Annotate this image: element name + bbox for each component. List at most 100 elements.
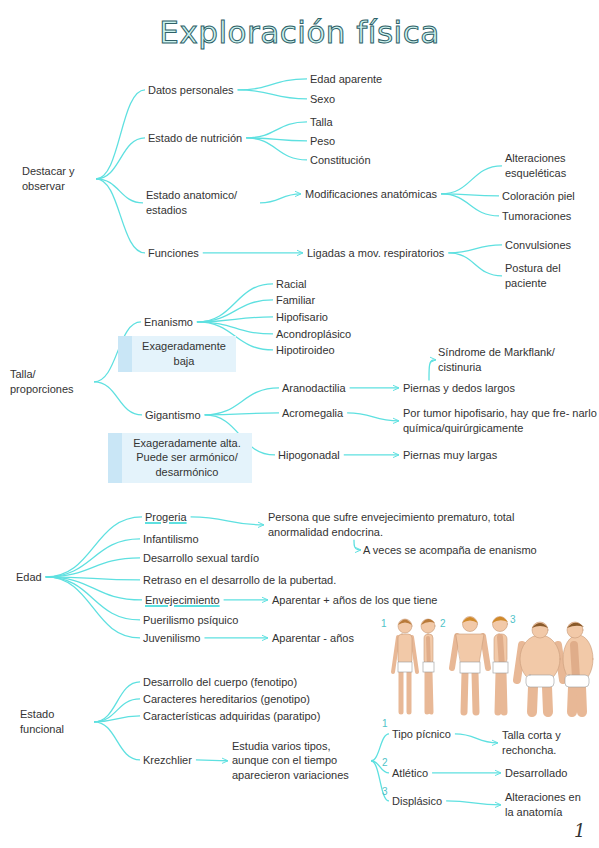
node-text: Desarrollado xyxy=(505,766,567,781)
node-text: Por tumor hipofisario, hay que fre- narl… xyxy=(403,406,599,436)
callout-number: 1 xyxy=(382,718,388,729)
node-text: Estado funcional xyxy=(20,707,90,737)
head xyxy=(567,622,583,638)
topic-node: Piernas y dedos largos xyxy=(403,381,515,396)
endomorph-side xyxy=(563,622,593,712)
branch-line xyxy=(46,558,140,577)
topic-node: Progeria xyxy=(145,510,187,525)
topic-node: Talla corta y rechoncha. xyxy=(502,728,592,758)
endomorph-front xyxy=(517,622,563,712)
node-text: Estado de nutrición xyxy=(148,131,242,146)
branch-line xyxy=(46,577,140,620)
page-number: 1 xyxy=(574,820,585,841)
topic-node: Hipogonadal xyxy=(278,448,340,463)
node-text: Krezchlier xyxy=(143,753,192,768)
branch-line xyxy=(94,699,140,722)
arrow-connector xyxy=(260,194,301,203)
node-text: Hipotiroideo xyxy=(276,343,335,358)
head xyxy=(421,619,435,633)
arm xyxy=(412,637,417,672)
leg xyxy=(475,673,476,712)
arrow-connector xyxy=(354,540,361,550)
branch-line xyxy=(197,284,273,322)
node-text: Gigantismo xyxy=(145,408,201,423)
shorts xyxy=(493,662,508,673)
topic-node: Desarrollado xyxy=(505,766,567,781)
node-text: Edad aparente xyxy=(310,72,382,87)
callout-number: 3 xyxy=(510,614,516,625)
node-text: Datos personales xyxy=(148,83,234,98)
arm xyxy=(483,636,488,668)
node-text: Alteraciones en la anatomía xyxy=(505,790,591,820)
node-text: Juvenilismo xyxy=(143,631,200,646)
topic-node: Alteraciones en la anatomía xyxy=(505,790,591,820)
note-box: Exageradamente alta. Puede ser armónico/… xyxy=(108,433,252,484)
node-text: Estudia varios tipos, aunque con el tiem… xyxy=(232,739,367,784)
topic-node: Postura del paciente xyxy=(505,261,580,291)
node-text: Estado anatomico/ estadios xyxy=(146,188,256,218)
hair xyxy=(567,623,584,628)
topic-node: Racial xyxy=(276,277,307,292)
arrow-connector xyxy=(432,772,501,773)
callout-number: 3 xyxy=(382,786,388,797)
node-text: Talla/ proporciones xyxy=(10,367,90,397)
node-text: Tumoraciones xyxy=(502,209,571,224)
topic-node: Piernas muy largas xyxy=(403,448,497,463)
node-text: Modificaciones anatómicas xyxy=(305,187,437,202)
topic-node: Gigantismo xyxy=(145,408,201,423)
topic-node: Estado de nutrición xyxy=(148,131,242,146)
topic-node: Alteraciones esqueléticas xyxy=(505,151,590,181)
ectomorph-side xyxy=(421,619,435,712)
topic-node: Constitución xyxy=(310,153,371,168)
branch-line xyxy=(94,722,140,760)
node-text: Constitución xyxy=(310,153,371,168)
torso xyxy=(456,634,484,664)
arrow-connector xyxy=(204,637,268,638)
topic-node: Familiar xyxy=(276,293,315,308)
node-text: Atlético xyxy=(392,766,428,781)
topic-node: Acondroplásico xyxy=(276,327,351,342)
hair xyxy=(492,617,508,623)
shorts xyxy=(398,662,412,672)
topic-node: Convulsiones xyxy=(505,238,571,253)
note-box: Exageradamente baja xyxy=(118,336,236,372)
branch-line xyxy=(46,577,142,600)
leg xyxy=(399,672,404,712)
branch-line xyxy=(94,682,140,722)
branch-line xyxy=(46,539,140,577)
topic-node: Acromegalia xyxy=(282,406,343,421)
node-text: Desarrollo del cuerpo (fenotipo) xyxy=(143,675,297,690)
node-text: Envejecimiento xyxy=(145,593,220,608)
hair xyxy=(421,619,435,625)
branch-line xyxy=(448,253,502,276)
topic-node: Envejecimiento xyxy=(145,593,220,608)
node-text: Exageradamente alta. Puede ser armónico/… xyxy=(128,436,246,481)
node-text: Tipo pícnico xyxy=(392,727,451,742)
branch-line xyxy=(246,122,307,138)
topic-node: Edad aparente xyxy=(310,72,382,87)
node-text: A veces se acompaña de enanismo xyxy=(363,543,537,558)
leg xyxy=(547,687,548,712)
mesomorph-front xyxy=(452,617,488,713)
leg xyxy=(464,673,465,712)
topic-node: Hipofisario xyxy=(276,310,328,325)
topic-node: Retraso en el desarrollo de la pubertad. xyxy=(143,573,336,588)
topic-node: Datos personales xyxy=(148,83,234,98)
branch-line xyxy=(238,79,307,90)
node-text: Destacar y observar xyxy=(22,164,92,194)
topic-node: Puerilismo psíquico xyxy=(143,613,238,628)
topic-node: Características adquiridas (paratipo) xyxy=(143,709,320,724)
arm xyxy=(393,637,398,672)
node-text: Edad xyxy=(16,570,42,585)
arrow-connector xyxy=(347,413,399,421)
topic-node: Estudia varios tipos, aunque con el tiem… xyxy=(232,739,367,784)
node-text: Alteraciones esqueléticas xyxy=(505,151,590,181)
arrow-connector xyxy=(224,599,268,600)
callout-number: 1 xyxy=(381,618,387,629)
topic-node: Edad xyxy=(16,570,42,585)
topic-node: Funciones xyxy=(148,246,199,261)
node-text: Infantilismo xyxy=(143,532,199,547)
node-text: Displásico xyxy=(392,794,442,809)
topic-node: Displásico xyxy=(392,794,442,809)
